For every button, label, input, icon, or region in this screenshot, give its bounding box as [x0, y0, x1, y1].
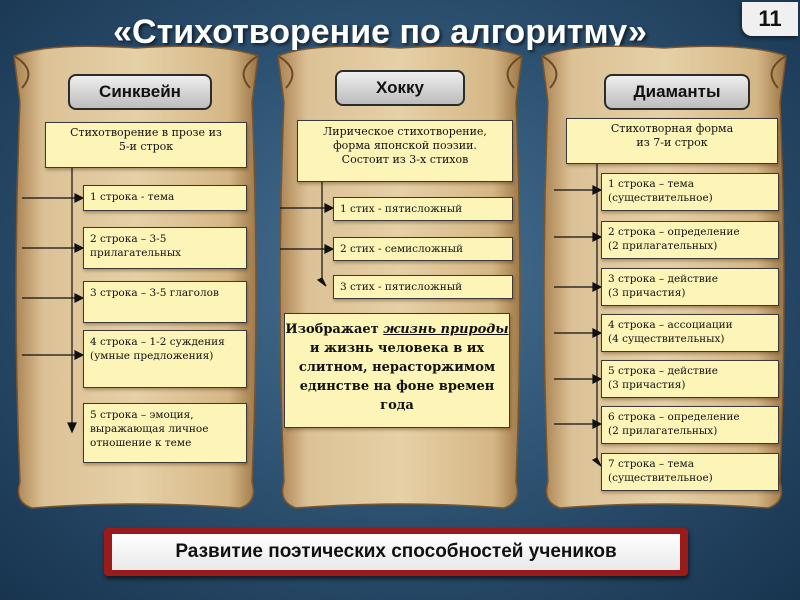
haiku-verse-3: 3 стих - пятисложный: [333, 275, 513, 299]
line-text: 3 строка – действие: [608, 273, 718, 285]
diamante-line-7: 7 строка – тема (существительное): [601, 453, 779, 491]
heading-cinquain: Синквейн: [68, 74, 212, 110]
description-emphasis: жизнь природы: [383, 322, 509, 337]
cinquain-line-2: 2 строка – 3-5 прилагательных: [83, 227, 247, 269]
haiku-description-box: Изображает жизнь природы и жизнь человек…: [284, 313, 510, 428]
line-text: 7 строка – тема: [608, 458, 694, 470]
line-text: (2 прилагательных): [608, 425, 718, 437]
haiku-intro-box: Лирическое стихотворение, форма японской…: [297, 120, 513, 182]
diamante-line-4: 4 строка – ассоциации (4 существительных…: [601, 314, 779, 352]
haiku-verse-1: 1 стих - пятисложный: [333, 197, 513, 221]
diamante-line-6: 6 строка – определение (2 прилагательных…: [601, 406, 779, 444]
description-text: Изображает: [285, 322, 379, 337]
heading-diamante: Диаманты: [604, 74, 750, 110]
footer-banner: Развитие поэтических способностей ученик…: [104, 528, 688, 576]
intro-line: Состоит из 3-х стихов: [341, 153, 469, 166]
heading-haiku: Хокку: [335, 70, 465, 106]
footer-text: Развитие поэтических способностей ученик…: [112, 534, 680, 570]
line-text: (существительное): [608, 192, 713, 204]
line-text: (4 существительных): [608, 333, 725, 345]
intro-line: 5-и строк: [118, 140, 174, 153]
diamante-line-2: 2 строка – определение (2 прилагательных…: [601, 221, 779, 259]
intro-line: Стихотворная форма: [610, 122, 734, 135]
diamante-line-3: 3 строка – действие (3 причастия): [601, 268, 779, 306]
description-text: и жизнь человека в их слитном, нерасторж…: [298, 341, 496, 413]
diamante-line-1: 1 строка – тема (существительное): [601, 173, 779, 211]
line-text: 4 строка – ассоциации: [608, 319, 733, 331]
cinquain-line-5: 5 строка – эмоция, выражающая личное отн…: [83, 403, 247, 463]
slide-number-badge: 11: [742, 2, 798, 36]
line-text: 2 строка – определение: [608, 226, 740, 238]
intro-line: Стихотворение в прозе из: [70, 126, 222, 139]
intro-line: Лирическое стихотворение,: [323, 125, 487, 138]
line-text: (3 причастия): [608, 287, 686, 299]
line-text: (3 причастия): [608, 379, 686, 391]
line-text: (существительное): [608, 472, 713, 484]
intro-line: форма японской поэзии.: [333, 139, 477, 152]
cinquain-line-3: 3 строка – 3-5 глаголов: [83, 281, 247, 323]
line-text: 5 строка – действие: [608, 365, 718, 377]
cinquain-intro-box: Стихотворение в прозе из 5-и строк: [45, 122, 247, 168]
line-text: 6 строка – определение: [608, 411, 740, 423]
cinquain-line-4: 4 строка – 1-2 суждения (умные предложен…: [83, 330, 247, 388]
cinquain-line-1: 1 строка - тема: [83, 185, 247, 211]
line-text: 1 строка – тема: [608, 178, 694, 190]
diamante-line-5: 5 строка – действие (3 причастия): [601, 360, 779, 398]
line-text: (2 прилагательных): [608, 240, 718, 252]
diamante-intro-box: Стихотворная форма из 7-и строк: [566, 118, 778, 164]
intro-line: из 7-и строк: [636, 136, 708, 149]
slide-title: «Стихотворение по алгоритму»: [113, 13, 647, 51]
haiku-verse-2: 2 стих - семисложный: [333, 237, 513, 261]
